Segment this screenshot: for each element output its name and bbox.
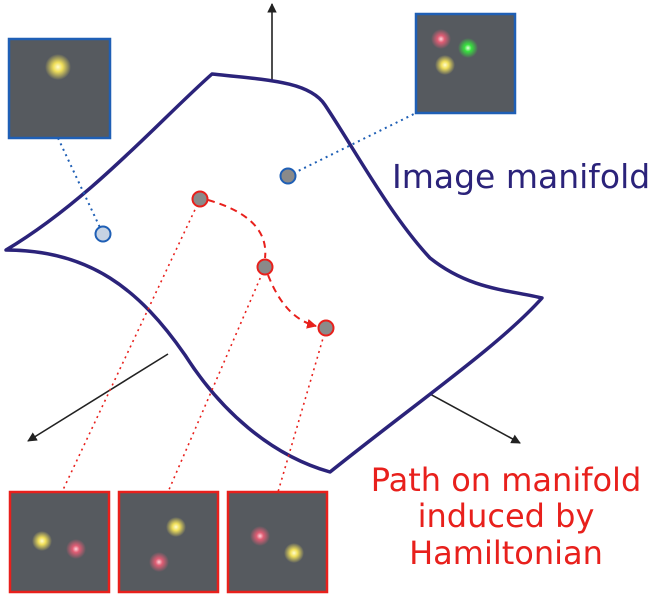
hamiltonian-path-segment-1: [207, 199, 267, 259]
yellow-dot: [166, 517, 186, 537]
yellow-dot: [435, 55, 455, 75]
image-manifold-surface: [4, 72, 544, 474]
thumbnail-bottom-3: [226, 490, 329, 594]
pink-dot: [66, 539, 86, 559]
green-dot: [458, 38, 478, 58]
manifold-point-grey: [279, 167, 297, 185]
yellow-dot: [45, 54, 71, 80]
hamiltonian-path-segment-2: [267, 274, 317, 329]
connector-bottom-2: [167, 266, 266, 493]
pink-dot: [149, 552, 169, 572]
pink-dot: [250, 526, 270, 546]
path-point-1: [191, 190, 209, 208]
path-caption-line-3: Hamiltonian: [409, 533, 603, 572]
thumbnail-bottom-2: [117, 490, 220, 594]
connector-top-right: [287, 111, 419, 177]
manifold-point-blue: [94, 225, 112, 243]
path-caption-line-2: induced by: [417, 497, 595, 536]
thumbnail-bottom-1: [8, 490, 111, 594]
connector-bottom-3: [277, 327, 327, 493]
pink-dot: [431, 29, 451, 49]
path-point-3: [317, 319, 335, 337]
path-caption: Path on manifold induced by Hamiltonian: [352, 461, 660, 572]
path-point-2: [256, 258, 274, 276]
image-manifold-label: Image manifold: [392, 157, 651, 196]
yellow-dot: [284, 543, 304, 563]
path-caption-line-1: Path on manifold: [370, 461, 642, 499]
thumbnail-top-left: [7, 37, 112, 140]
thumbnail-top-right: [414, 12, 517, 115]
axis-left: [27, 353, 169, 442]
yellow-dot: [32, 531, 52, 551]
